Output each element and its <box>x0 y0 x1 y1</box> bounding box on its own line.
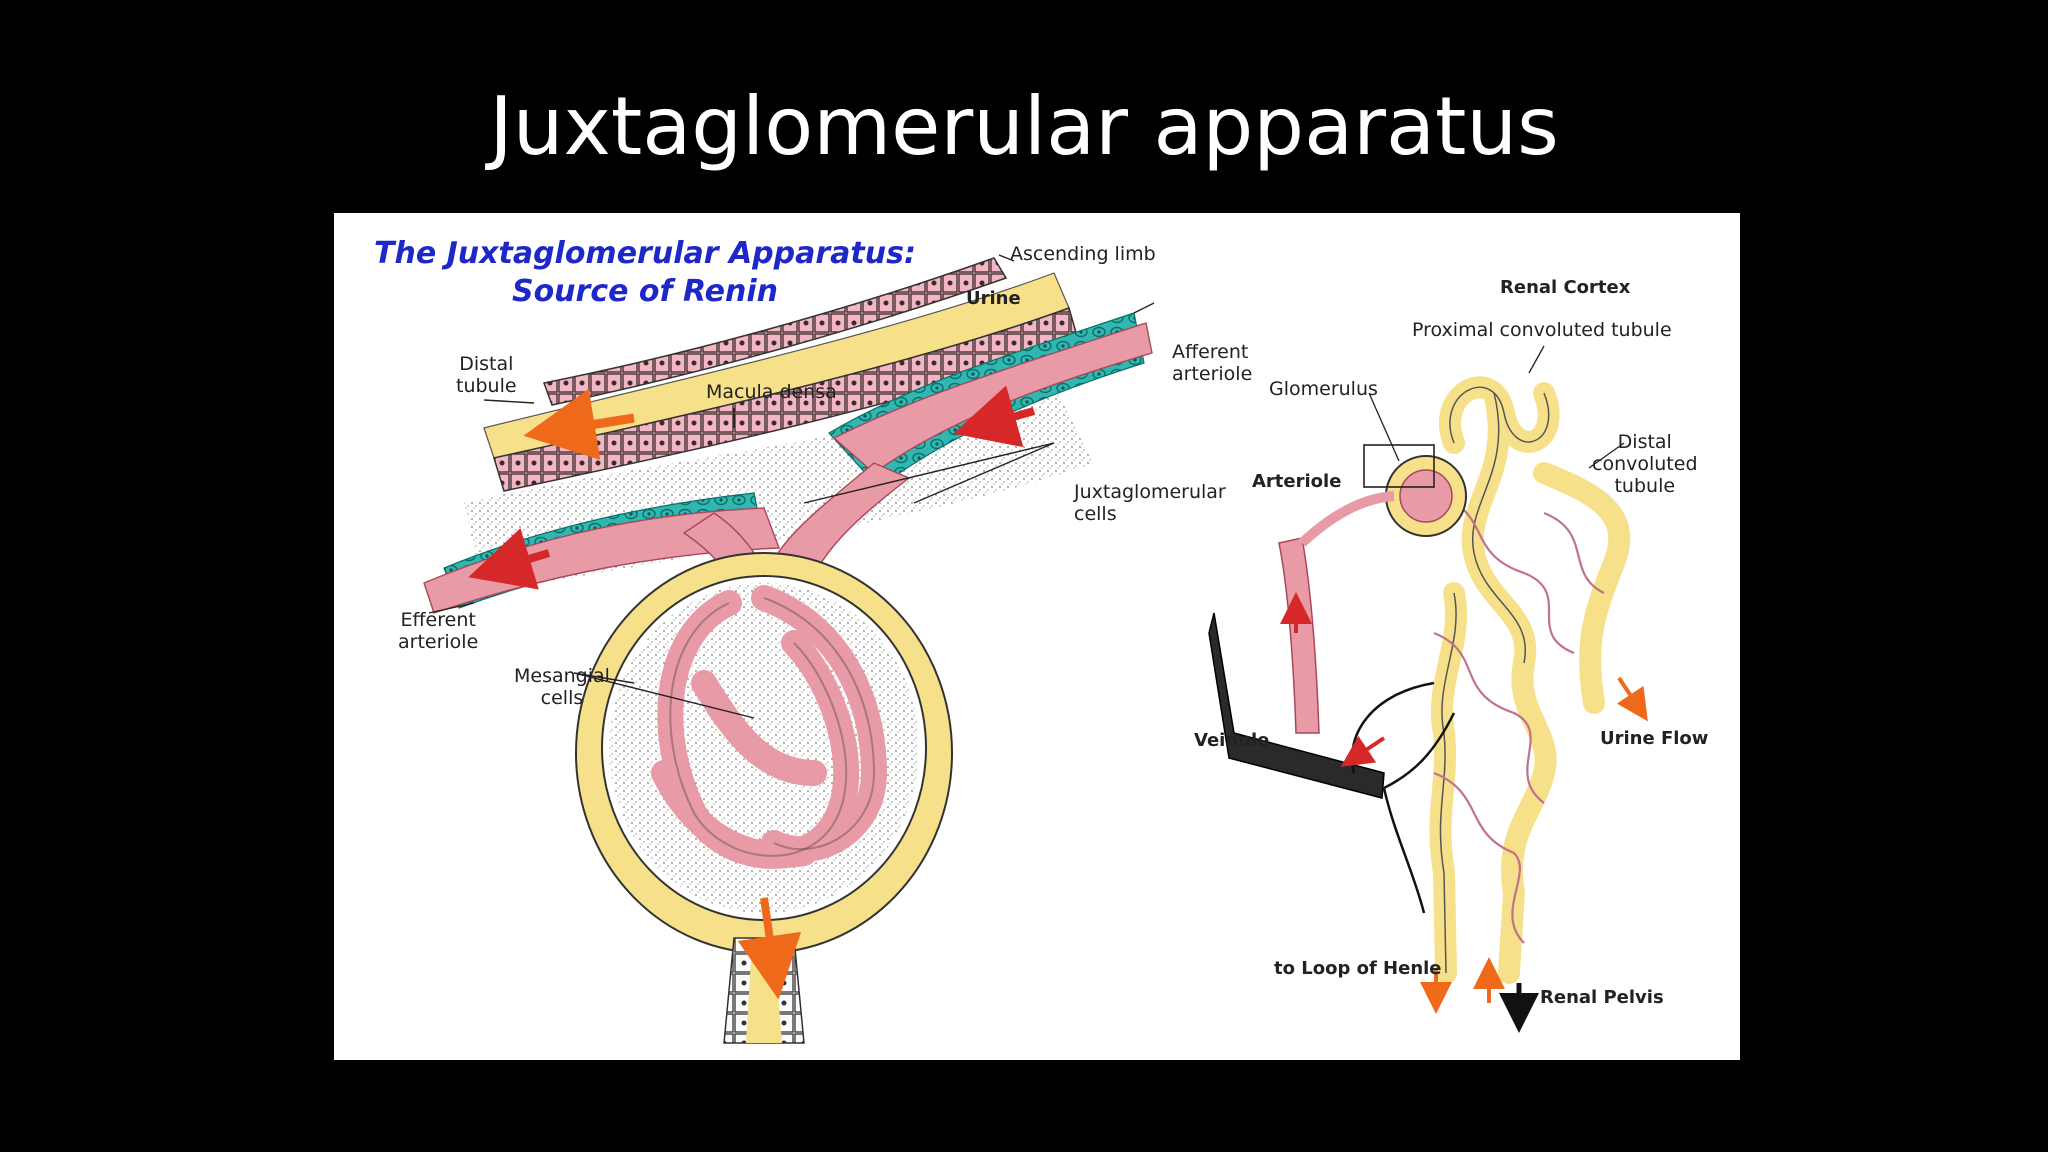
urine-flow-arrow-right <box>1616 676 1648 722</box>
peritubular-capillaries <box>1433 491 1605 944</box>
efferent-flow-arrow <box>468 528 551 590</box>
diagram-artwork <box>423 254 1648 1044</box>
jga-diagram-figure: The Juxtaglomerular Apparatus: Source of… <box>334 213 1740 1060</box>
capillary-loop-borders <box>669 597 876 857</box>
urine-flow-arrow <box>523 388 635 460</box>
label-urine: Urine <box>966 288 1021 309</box>
label-renal-pelvis: Renal Pelvis <box>1540 987 1664 1008</box>
figure-title-line2: Source of Renin <box>511 274 778 309</box>
afferent-flow-arrow <box>953 385 1036 448</box>
label-efferent-arteriole: Efferent arteriole <box>398 609 479 653</box>
label-veinule: Veinule <box>1194 730 1270 751</box>
label-ascending-limb: Ascending limb <box>1010 243 1156 265</box>
jga-zoom-box <box>1363 444 1435 488</box>
right-arteriole <box>1278 537 1320 734</box>
right-leader-lines <box>1368 345 1625 469</box>
label-urine-flow: Urine Flow <box>1600 728 1709 749</box>
left-diagram <box>423 254 1155 1044</box>
capillary-loops <box>651 585 888 869</box>
veinule-flow-arrow <box>1340 735 1386 767</box>
label-juxtaglomerular-cells: Juxtaglomerular cells <box>1074 481 1226 525</box>
label-macula-densa: Macula densa <box>706 381 837 403</box>
slide-title: Juxtaglomerular apparatus <box>489 80 1559 173</box>
figure-title: The Juxtaglomerular Apparatus: Source of… <box>374 235 916 311</box>
label-distal-tubule: Distal tubule <box>456 353 517 397</box>
label-renal-cortex: Renal Cortex <box>1500 277 1631 298</box>
label-glomerulus: Glomerulus <box>1269 378 1378 400</box>
right-diagram <box>1208 345 1648 1033</box>
right-glomerulus-tuft <box>1399 469 1453 523</box>
label-afferent-arteriole: Afferent arteriole <box>1172 341 1253 385</box>
figure-title-line1: The Juxtaglomerular Apparatus: <box>374 236 916 271</box>
leader-lines <box>428 254 1155 719</box>
label-distal-convoluted-tubule: Distal convoluted tubule <box>1592 431 1698 497</box>
right-veinule <box>1208 612 1385 799</box>
label-arteriole: Arteriole <box>1252 471 1342 492</box>
tubule-cell-row-top <box>542 257 1008 406</box>
arteriole-to-glomerulus <box>1298 491 1395 547</box>
label-loop-of-henle: to Loop of Henle <box>1274 958 1442 979</box>
filtrate-flow-arrow <box>737 897 802 1000</box>
label-mesangial-cells: Mesangial cells <box>514 665 610 709</box>
label-proximal-tubule: Proximal convoluted tubule <box>1412 319 1672 341</box>
